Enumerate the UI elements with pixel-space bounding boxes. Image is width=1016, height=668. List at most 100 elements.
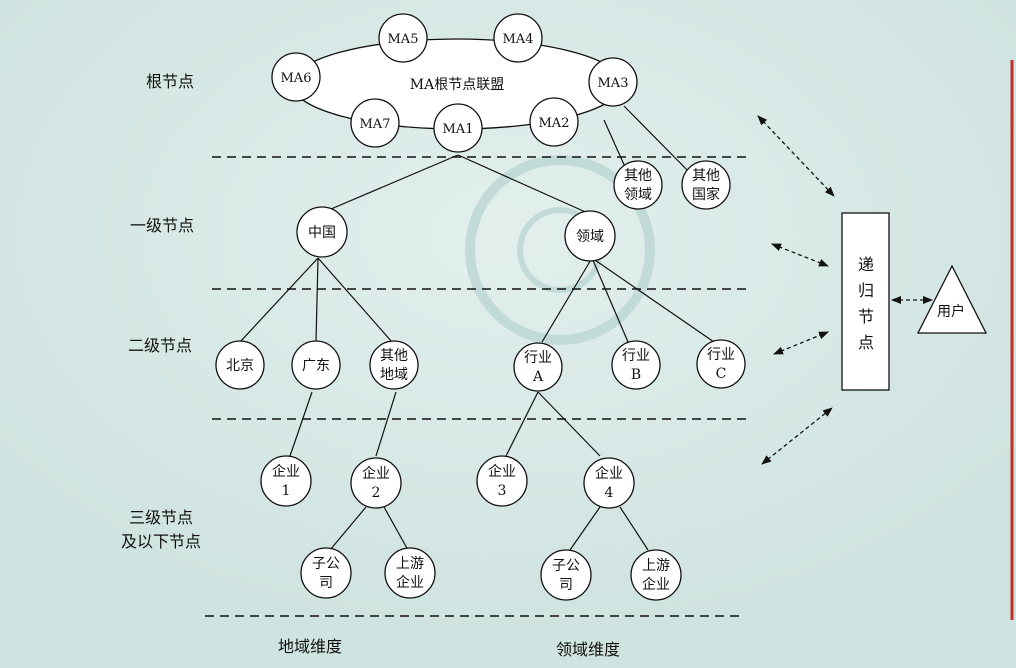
level-label-first: 一级节点 [130, 216, 194, 235]
node-other-region[interactable]: 其他 地域 [369, 340, 419, 390]
edge-china-beijing [239, 257, 319, 343]
root-alliance: MA根节点联盟 MA5 MA4 MA6 MA3 MA7 MA2 MA1 [271, 13, 638, 153]
up-left-line1: 上游 [396, 556, 424, 572]
level-label-third-line1: 三级节点 [129, 508, 193, 527]
edge-domain-industry-c [591, 257, 715, 343]
background-gear-decoration [465, 155, 655, 345]
node-domain[interactable]: 领域 [564, 210, 616, 262]
user-label: 用户 [937, 303, 965, 320]
tree-edges [239, 105, 715, 551]
ma1-label: MA1 [443, 122, 474, 137]
edge-industry-a-ent4 [537, 391, 601, 457]
edge-domain-industry-a [541, 257, 593, 343]
recursive-char-2: 归 [858, 281, 874, 300]
edge-guangdong-ent1 [289, 391, 313, 457]
level-label-root: 根节点 [146, 72, 194, 91]
arrow-root-recursive [757, 115, 835, 197]
edge-ma1-china [323, 154, 459, 213]
node-ent1[interactable]: 企业 1 [260, 455, 312, 507]
node-subsidiary-left[interactable]: 子公 司 [300, 547, 352, 599]
user-node[interactable]: 用户 [916, 264, 988, 334]
other-country-line2: 国家 [692, 186, 720, 203]
ma6-label: MA6 [281, 71, 312, 86]
other-domain-line1: 其他 [624, 168, 652, 184]
guangdong-label: 广东 [302, 358, 330, 374]
sub-right-line1: 子公 [552, 558, 580, 574]
level-separators [205, 156, 752, 617]
node-upstream-right[interactable]: 上游 企业 [630, 549, 682, 601]
ent1-line1: 企业 [272, 463, 300, 480]
node-ent4[interactable]: 企业 4 [583, 457, 635, 509]
level-label-second: 二级节点 [128, 336, 192, 355]
node-ent2[interactable]: 企业 2 [350, 457, 402, 509]
industry-b-line2: B [631, 367, 641, 383]
ent3-line1: 企业 [488, 463, 516, 480]
edge-ent4-upstream [619, 506, 649, 551]
ma3-label: MA3 [598, 76, 629, 91]
arrow-third-recursive [761, 407, 833, 465]
alliance-label: MA根节点联盟 [410, 77, 504, 93]
ma2-label: MA2 [539, 116, 570, 131]
other-region-line2: 地域 [380, 367, 408, 383]
recursive-node[interactable]: 递 归 节 点 [841, 212, 890, 391]
footer-domain-dimension: 领域维度 [556, 640, 620, 659]
edge-china-guangdong [315, 257, 319, 343]
ent4-line1: 企业 [595, 465, 623, 482]
root-node-ma2[interactable]: MA2 [529, 97, 579, 147]
industry-a-line1: 行业 [524, 350, 552, 366]
user-triangle [916, 264, 988, 334]
up-right-line2: 企业 [642, 576, 670, 593]
node-beijing[interactable]: 北京 [215, 340, 265, 390]
node-upstream-left[interactable]: 上游 企业 [384, 547, 436, 599]
recursive-char-3: 节 [858, 307, 874, 326]
sub-left-line2: 司 [319, 575, 333, 591]
edge-ent2-sub [329, 506, 367, 551]
root-node-ma1[interactable]: MA1 [433, 103, 483, 153]
node-china[interactable]: 中国 [296, 206, 348, 258]
node-other-domain[interactable]: 其他 领域 [613, 160, 663, 210]
other-country-line1: 其他 [692, 168, 720, 184]
query-arrows [757, 115, 933, 465]
ent4-line2: 4 [605, 485, 614, 501]
node-industry-b[interactable]: 行业 B [611, 340, 661, 390]
node-guangdong[interactable]: 广东 [291, 340, 341, 390]
industry-c-line1: 行业 [707, 347, 735, 363]
edge-domain-industry-b [591, 257, 629, 343]
node-subsidiary-right[interactable]: 子公 司 [540, 549, 592, 601]
sub-right-line2: 司 [559, 577, 573, 593]
ent3-line2: 3 [498, 483, 507, 499]
node-industry-c[interactable]: 行业 C [696, 339, 746, 389]
root-node-ma3[interactable]: MA3 [588, 57, 638, 107]
ma7-label: MA7 [360, 117, 391, 132]
industry-b-line1: 行业 [622, 348, 650, 364]
root-node-ma6[interactable]: MA6 [271, 52, 321, 102]
up-left-line2: 企业 [396, 574, 424, 591]
industry-c-line2: C [716, 366, 727, 382]
beijing-label: 北京 [226, 358, 254, 374]
edge-other-region-ent2 [375, 391, 397, 457]
domain-label: 领域 [576, 229, 604, 245]
footer-region-dimension: 地域维度 [278, 637, 342, 656]
edge-ma3-othercountry [623, 105, 696, 179]
ent2-line2: 2 [372, 485, 381, 501]
ent2-line1: 企业 [362, 465, 390, 482]
edge-ent4-sub [569, 506, 601, 551]
level-labels: 根节点 一级节点 二级节点 三级节点 及以下节点 [121, 72, 201, 551]
node-industry-a[interactable]: 行业 A [513, 342, 563, 392]
edge-china-other-region [317, 257, 393, 343]
root-node-ma5[interactable]: MA5 [378, 13, 428, 63]
root-node-ma4[interactable]: MA4 [493, 13, 543, 63]
node-ent3[interactable]: 企业 3 [476, 455, 528, 507]
other-region-line1: 其他 [380, 348, 408, 364]
node-other-country[interactable]: 其他 国家 [681, 160, 731, 210]
china-label: 中国 [308, 225, 336, 241]
edge-ent2-upstream [383, 506, 409, 551]
ent1-line2: 1 [282, 483, 291, 499]
edge-ma1-domain [457, 154, 591, 215]
recursive-node-box [841, 212, 890, 391]
up-right-line1: 上游 [642, 558, 670, 574]
arrow-first-recursive [771, 243, 829, 267]
industry-a-line2: A [532, 369, 544, 385]
root-node-ma7[interactable]: MA7 [350, 98, 400, 148]
